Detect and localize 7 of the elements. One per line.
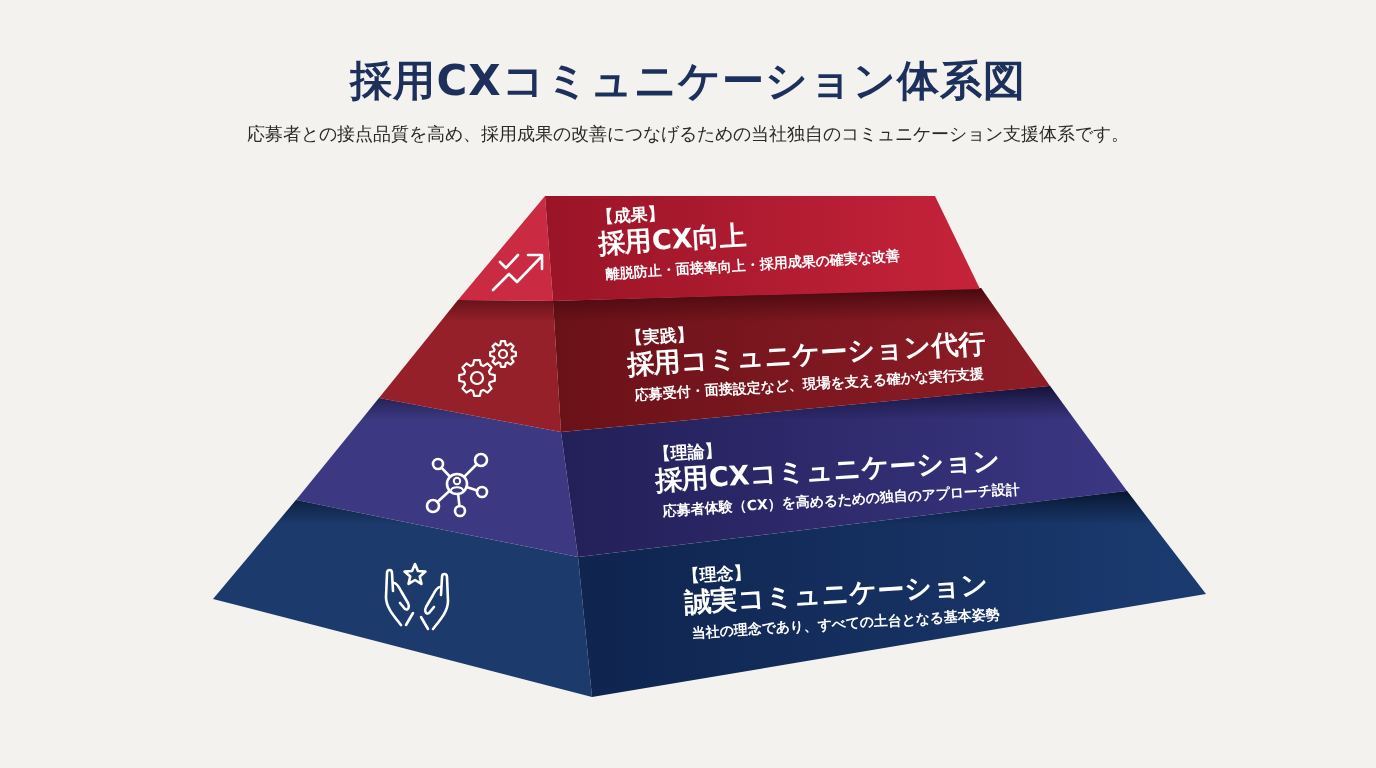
diagram-subtitle: 応募者との接点品質を高め、採用成果の改善につなげるための当社独自のコミュニケーション支援体系です。 <box>246 122 1130 146</box>
tier-tag: 【理念】 <box>681 561 751 587</box>
diagram-title: 採用CXコミュニケーション体系図 <box>348 56 1027 107</box>
tier-tag: 【成果】 <box>595 202 665 228</box>
tier-tag: 【実践】 <box>624 323 694 349</box>
pyramid-tier <box>458 196 980 301</box>
tier-tag: 【理論】 <box>652 439 722 465</box>
